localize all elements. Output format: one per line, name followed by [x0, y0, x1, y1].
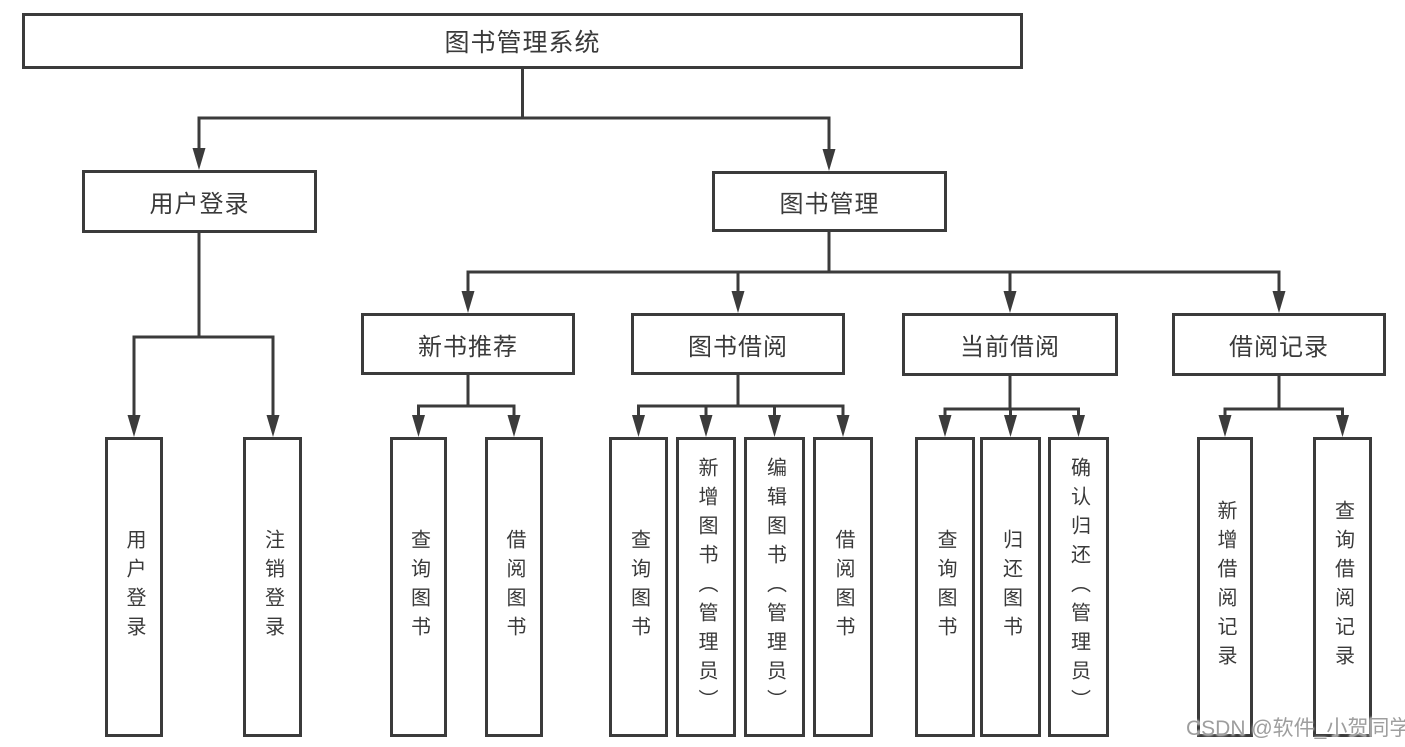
node-label: 新增借阅记录 — [1214, 500, 1236, 674]
node-label: 查询图书 — [627, 529, 650, 645]
node-leaf-edit-book: 编辑图书（管理员） — [744, 437, 805, 737]
node-label: 查询图书 — [407, 529, 430, 645]
connector-user-login-spine — [132, 231, 275, 339]
node-leaf-add-record: 新增借阅记录 — [1197, 437, 1253, 737]
node-borrow-record: 借阅记录 — [1172, 313, 1386, 376]
connector-root-spine — [197, 67, 831, 120]
connector-book-borrow-spine — [637, 373, 845, 408]
node-leaf-confirm-return: 确认归还（管理员） — [1048, 437, 1109, 737]
connector-book-borrow-arrow-lines — [637, 404, 845, 421]
node-label: 查询借阅记录 — [1331, 500, 1354, 674]
node-leaf-borrow-book-2: 借阅图书 — [813, 437, 873, 737]
node-leaf-add-book: 新增图书（管理员） — [676, 437, 736, 737]
node-label: 用户登录 — [123, 529, 145, 645]
connector-book-mgmt-spine — [466, 230, 1281, 274]
node-leaf-user-login: 用户登录 — [105, 437, 163, 737]
connector-root-arrow-lines — [197, 116, 831, 155]
node-leaf-query-record: 查询借阅记录 — [1313, 437, 1372, 737]
connector-user-login-arrow-lines — [132, 335, 275, 421]
node-label: 注销登录 — [261, 529, 284, 645]
connector-new-book-rec-spine — [417, 373, 516, 408]
arrowheads — [127, 148, 1349, 437]
node-book-borrow: 图书借阅 — [631, 313, 845, 375]
node-leaf-return-book: 归还图书 — [980, 437, 1041, 737]
connector-book-mgmt-arrow-lines — [466, 270, 1281, 297]
node-new-book-rec: 新书推荐 — [361, 313, 575, 375]
node-user-login: 用户登录 — [82, 170, 317, 233]
node-label: 借阅图书 — [503, 529, 525, 645]
node-label: 借阅图书 — [832, 529, 854, 645]
csdn-watermark: CSDN @软件_小贺同学 — [1186, 717, 1405, 740]
node-label: 确认归还（管理员） — [1067, 456, 1090, 718]
node-root: 图书管理系统 — [22, 13, 1023, 69]
node-leaf-query-book-2: 查询图书 — [609, 437, 668, 737]
node-current-borrow: 当前借阅 — [902, 313, 1118, 376]
node-label: 归还图书 — [999, 529, 1022, 645]
node-leaf-query-book-3: 查询图书 — [915, 437, 975, 737]
node-leaf-logout: 注销登录 — [243, 437, 302, 737]
connector-borrow-record-spine — [1223, 374, 1344, 411]
node-label: 查询图书 — [934, 529, 956, 645]
node-book-mgmt: 图书管理 — [712, 171, 947, 232]
node-leaf-borrow-book-1: 借阅图书 — [485, 437, 543, 737]
connector-new-book-rec-arrow-lines — [417, 404, 516, 421]
connector-current-borrow-spine — [943, 374, 1080, 411]
node-label: 新增图书（管理员） — [695, 456, 717, 718]
node-leaf-query-book-1: 查询图书 — [390, 437, 447, 737]
node-label: 编辑图书（管理员） — [763, 456, 786, 718]
